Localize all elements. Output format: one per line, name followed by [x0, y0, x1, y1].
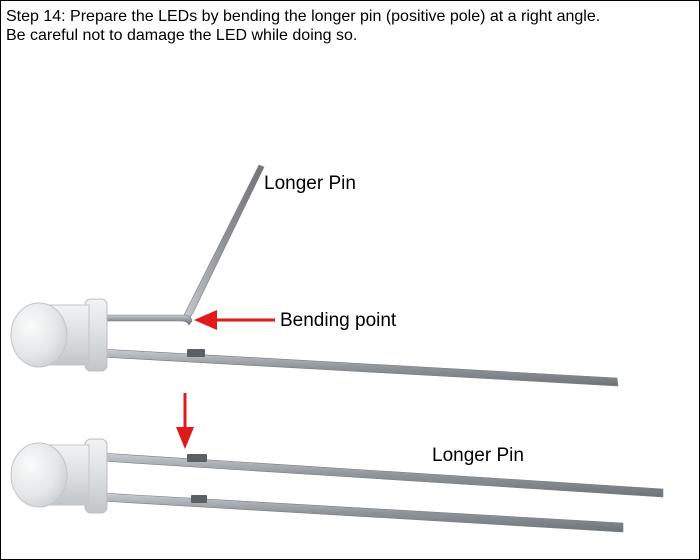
bottom-led-lead-kink-1 [187, 454, 207, 462]
caption-line-1: Step 14: Prepare the LEDs by bending the… [6, 8, 601, 25]
top-led [10, 164, 619, 387]
top-led-bent-lead [181, 164, 265, 322]
label-top-longer-pin: Longer Pin [264, 173, 356, 194]
down-arrow [176, 393, 194, 449]
top-led-upper-lead [100, 314, 193, 326]
top-led-dome [10, 302, 68, 368]
bending-point-arrow [194, 310, 275, 330]
bottom-led-dome [10, 442, 68, 508]
bottom-led-long-lead [100, 452, 664, 498]
step-caption: Step 14: Prepare the LEDs by bending the… [6, 7, 696, 45]
caption-line-2: Be careful not to damage the LED while d… [6, 27, 358, 44]
top-led-lead-kink [187, 349, 205, 357]
top-led-lower-lead [100, 348, 619, 387]
label-bending-point: Bending point [280, 310, 397, 331]
bottom-led [10, 438, 664, 533]
label-bottom-longer-pin: Longer Pin [432, 445, 524, 466]
bottom-led-lead-kink-2 [191, 495, 207, 503]
bottom-led-short-lead [100, 492, 624, 533]
